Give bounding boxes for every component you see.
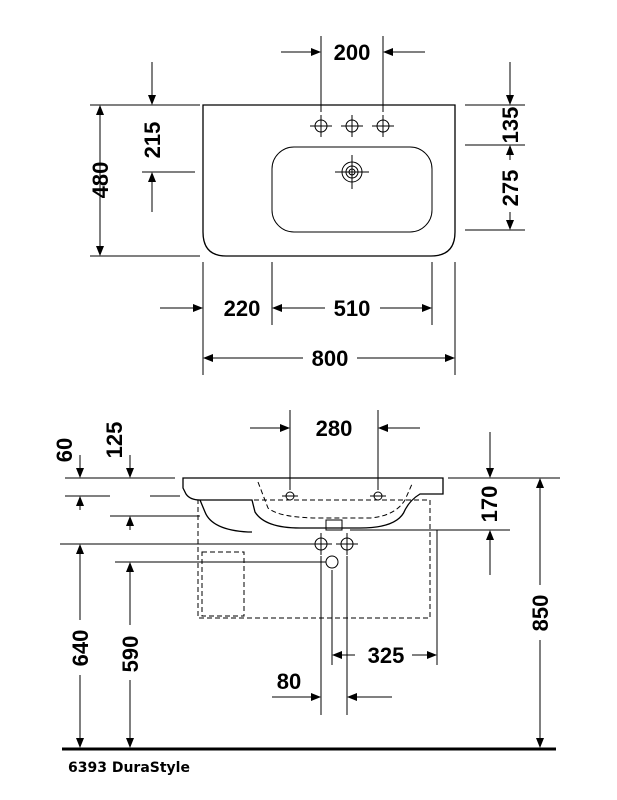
dim-200: 200 [281, 36, 425, 112]
dim-215: 215 [140, 62, 195, 212]
basin-inner-curve [199, 499, 252, 533]
dim-label-135: 135 [498, 107, 523, 144]
basin-outline-top [202, 104, 456, 257]
dim-label-800: 800 [312, 346, 349, 371]
siphon-pipes-icon [310, 533, 358, 569]
dim-label-220: 220 [224, 296, 261, 321]
dim-280: 280 [250, 410, 420, 490]
dim-label-60: 60 [52, 438, 77, 462]
dim-label-280: 280 [316, 416, 353, 441]
dim-label-510: 510 [334, 296, 371, 321]
dim-275: 275 [465, 170, 525, 231]
side-view: 280 60 125 170 [52, 410, 560, 751]
dim-325-80: 325 80 [272, 530, 438, 715]
dim-label-215: 215 [140, 122, 165, 159]
dim-label-850: 850 [528, 595, 553, 632]
dim-label-480: 480 [88, 162, 113, 199]
tap-markers-side [282, 491, 386, 501]
dim-850: 850 [528, 478, 553, 748]
dim-label-590: 590 [118, 636, 143, 673]
dim-label-170: 170 [477, 486, 502, 523]
dim-label-325: 325 [368, 643, 405, 668]
dim-800: 800 [203, 262, 456, 375]
dim-label-200: 200 [334, 40, 371, 65]
tap-holes [310, 115, 394, 137]
drawer-dashed [201, 551, 245, 617]
dim-480: 480 [88, 104, 200, 257]
drain-icon [335, 155, 369, 189]
basin-outline-side [182, 477, 444, 529]
dim-170: 170 [350, 432, 560, 575]
bowl-dashed [257, 481, 413, 519]
dim-135: 135 [465, 62, 525, 160]
cabinet-dashed [197, 499, 431, 619]
dim-label-275: 275 [498, 170, 523, 207]
top-view: 200 480 215 135 [88, 36, 525, 375]
dim-220-510: 220 510 [160, 262, 433, 375]
siphon-body [325, 519, 343, 531]
dim-60-125: 60 125 [52, 422, 200, 530]
dim-640-590: 640 590 [60, 543, 326, 748]
dim-label-640: 640 [68, 630, 93, 667]
bowl-outline [271, 146, 433, 233]
model-caption: 6393 DuraStyle [68, 760, 190, 776]
dim-label-125: 125 [102, 422, 127, 459]
dim-label-80: 80 [277, 669, 301, 694]
